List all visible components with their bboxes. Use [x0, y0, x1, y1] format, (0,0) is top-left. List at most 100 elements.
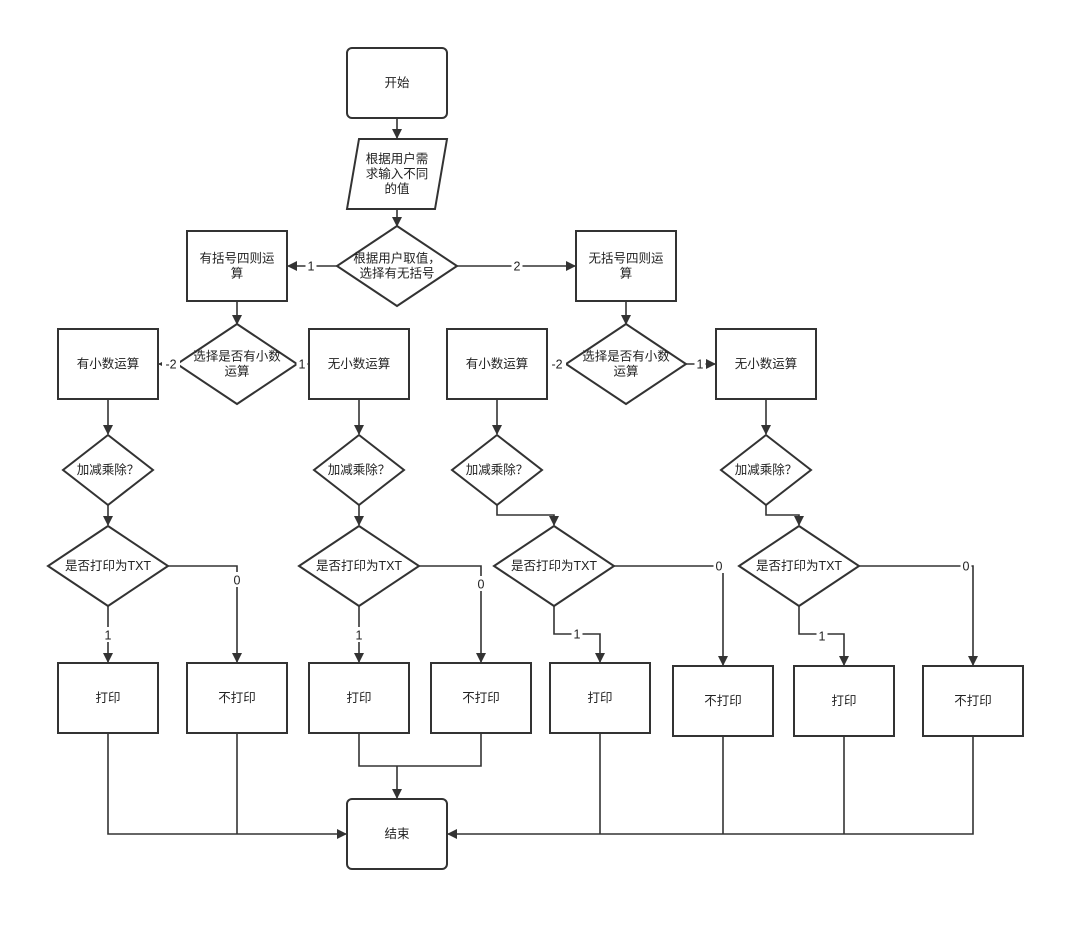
no-print-node-3-label: 不打印: [704, 694, 742, 708]
edge-label-txt4-no: 0: [960, 558, 972, 574]
edge-txt3-noprint: [614, 565, 728, 666]
bracket-decision-shape: [335, 224, 459, 308]
operation-decision-1: 加减乘除？: [61, 433, 155, 507]
edge-label-txt3-no: 0: [713, 558, 725, 574]
operation-decision-4: 加减乘除？: [719, 433, 813, 507]
left-with-decimal-node-label: 有小数运算: [77, 356, 140, 371]
edge-label-txt3-no-bg: [713, 558, 725, 573]
edge-print2-noprint2-join: [358, 733, 482, 767]
print-node-3-shape: [549, 662, 651, 734]
print-node-1-label: 打印: [95, 691, 120, 705]
print-node-4-label: 打印: [831, 694, 856, 708]
edge-label-txt4-no-bg: [960, 558, 972, 573]
print-txt-decision-2-label: 是否打印为TXT: [316, 559, 402, 573]
right-with-decimal-node: 有小数运算: [446, 328, 548, 400]
print-node-4-shape: [793, 665, 895, 737]
no-print-node-4-label: 不打印: [954, 694, 992, 708]
with-bracket-node-shape: [186, 230, 288, 302]
no-print-node-2-label: 不打印: [462, 691, 500, 705]
print-txt-decision-3-label: 是否打印为TXT: [511, 559, 597, 573]
right-decimal-decision-label: 选择是否有小数: [582, 349, 670, 364]
input-node-shape: [345, 138, 449, 210]
print-txt-decision-1-shape: [46, 524, 170, 608]
left-with-decimal-node: 有小数运算: [57, 328, 159, 400]
start-node: 开始: [346, 47, 448, 119]
edge-label-txt3-no-text: 0: [716, 560, 723, 574]
operation-decision-2: 加减乘除？: [312, 433, 406, 507]
without-bracket-node-label: 无括号四则运: [588, 251, 664, 266]
edge-label-txt1-yes: 1: [102, 627, 114, 643]
edge-label-right-without-bg: [694, 356, 706, 371]
right-no-decimal-node-label: 无小数运算: [735, 356, 798, 371]
bracket-decision-label: 根据用户取值，: [353, 251, 441, 266]
edge-label-right-without-text: 1: [697, 358, 704, 372]
edge-print1-end: [107, 733, 347, 839]
no-print-node-3-shape: [672, 665, 774, 737]
edge-label-left-without-text: 1: [299, 358, 306, 372]
edge-label-txt2-no: 0: [475, 576, 487, 592]
edge-label-choose-left-bg: [305, 258, 317, 273]
edge-txt2-noprint: [419, 565, 486, 663]
edge-txt1-noprint: [168, 565, 242, 663]
edge-noprint4-end: [447, 736, 974, 839]
left-no-decimal-node-shape: [308, 328, 410, 400]
operation-decision-1-shape: [61, 433, 155, 507]
no-print-node-2-shape: [430, 662, 532, 734]
edge-label-left-with-bg: [162, 356, 180, 371]
operation-decision-3-label: 加减乘除？: [466, 462, 529, 477]
print-node-4: 打印: [793, 665, 895, 737]
print-txt-decision-2-shape: [297, 524, 421, 608]
print-txt-decision-4-label: 是否打印为TXT: [756, 559, 842, 573]
edge-label-txt1-yes-text: 1: [105, 629, 112, 643]
right-decimal-decision-shape: [564, 322, 688, 406]
edge-label-txt4-no-text: 0: [963, 560, 970, 574]
right-with-decimal-node-shape: [446, 328, 548, 400]
operation-decision-2-label: 加减乘除？: [328, 462, 391, 477]
edge-label-choose-right: 2: [511, 258, 523, 274]
edge-label-txt1-yes-bg: [102, 627, 114, 642]
bracket-decision-label: 选择有无括号: [359, 266, 434, 281]
start-node-shape: [346, 47, 448, 119]
edge-label-txt4-yes: 1: [816, 628, 828, 644]
edge-label-txt2-no-bg: [475, 576, 487, 591]
edge-label-left-without-bg: [296, 356, 308, 371]
with-bracket-node-label: 算: [231, 266, 244, 281]
no-print-node-3: 不打印: [672, 665, 774, 737]
no-print-node-1: 不打印: [186, 662, 288, 734]
operation-decision-3-shape: [450, 433, 544, 507]
left-decimal-decision-shape: [175, 322, 299, 406]
edge-label-txt1-no: 0: [231, 572, 243, 588]
edge-label-txt2-yes-bg: [353, 627, 365, 642]
operation-decision-2-shape: [312, 433, 406, 507]
print-node-1-shape: [57, 662, 159, 734]
start-node-label: 开始: [384, 76, 410, 90]
operation-decision-4-shape: [719, 433, 813, 507]
edge-label-right-with-text: -2: [551, 358, 562, 372]
edge-label-txt1-no-text: 0: [234, 574, 241, 588]
print-txt-decision-1: 是否打印为TXT: [46, 524, 170, 608]
print-txt-decision-1-label: 是否打印为TXT: [65, 559, 151, 573]
operation-decision-1-label: 加减乘除？: [77, 462, 140, 477]
print-node-3-label: 打印: [587, 691, 612, 705]
edge-label-right-without: 1: [694, 356, 706, 372]
with-bracket-node-label: 有括号四则运: [199, 251, 275, 266]
edge-label-txt4-yes-text: 1: [819, 630, 826, 644]
edge-label-left-without: 1: [296, 356, 308, 372]
left-with-decimal-node-shape: [57, 328, 159, 400]
left-decimal-decision-label: 选择是否有小数: [193, 349, 281, 364]
left-no-decimal-node: 无小数运算: [308, 328, 410, 400]
print-txt-decision-2: 是否打印为TXT: [297, 524, 421, 608]
without-bracket-node-shape: [575, 230, 677, 302]
bracket-decision: 根据用户取值，选择有无括号: [335, 224, 459, 308]
left-decimal-decision-label: 运算: [224, 364, 249, 379]
no-print-node-1-shape: [186, 662, 288, 734]
edge-label-choose-right-text: 2: [514, 260, 521, 274]
operation-decision-4-label: 加减乘除？: [735, 462, 798, 477]
end-node-label: 结束: [384, 827, 410, 841]
edge-label-txt1-no-bg: [231, 572, 243, 587]
without-bracket-node-label: 算: [620, 266, 633, 281]
edge-label-txt3-yes-bg: [571, 626, 583, 641]
